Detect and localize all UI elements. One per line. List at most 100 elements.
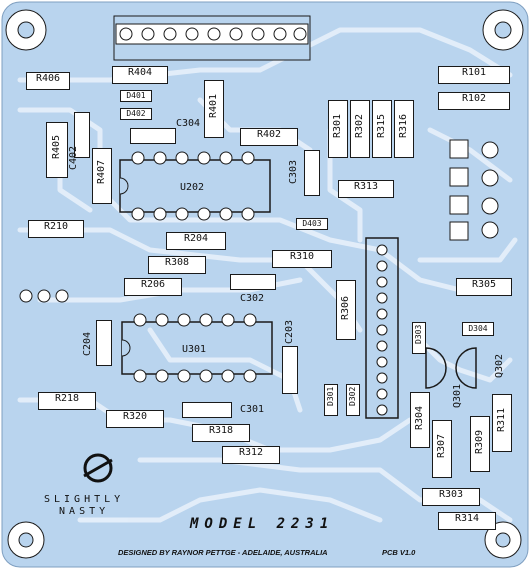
capacitor-c203-body bbox=[282, 346, 298, 394]
resistor-label: R318 bbox=[208, 425, 234, 436]
resistor-r301: R301 bbox=[328, 100, 348, 158]
resistor-r311: R311 bbox=[492, 394, 512, 452]
capacitor-c302-body bbox=[230, 274, 276, 290]
resistor-r313: R313 bbox=[338, 180, 394, 198]
resistor-r309: R309 bbox=[470, 416, 490, 472]
connector-right bbox=[449, 139, 499, 241]
pads-left bbox=[19, 289, 69, 303]
resistor-label: R206 bbox=[140, 279, 166, 290]
resistor-label: R218 bbox=[54, 393, 80, 404]
capacitor-c204-body bbox=[96, 320, 112, 366]
capacitor-label-c302: C302 bbox=[240, 293, 265, 304]
resistor-r406: R406 bbox=[26, 72, 70, 90]
diode-d304: D304 bbox=[462, 322, 494, 336]
diode-d402: D402 bbox=[120, 108, 152, 120]
resistor-r102: R102 bbox=[438, 92, 510, 110]
resistor-r318: R318 bbox=[192, 424, 250, 442]
resistor-label: R404 bbox=[127, 67, 153, 78]
pcb-version: PCB V1.0 bbox=[382, 548, 416, 557]
transistor-label-q301: Q301 bbox=[452, 383, 464, 409]
diode-label: D402 bbox=[126, 109, 146, 118]
transistor-q301 bbox=[425, 347, 447, 389]
transistor-q302 bbox=[455, 347, 477, 389]
capacitor-label-c304: C304 bbox=[176, 118, 201, 129]
resistor-label: R407 bbox=[96, 159, 107, 184]
resistor-label: R305 bbox=[471, 279, 497, 290]
resistor-r312: R312 bbox=[222, 446, 280, 464]
resistor-r407: R407 bbox=[92, 148, 112, 204]
vertical-connector-pads bbox=[376, 244, 388, 416]
resistor-r404: R404 bbox=[112, 66, 168, 84]
resistor-r401: R401 bbox=[204, 80, 224, 138]
designer-credit: DESIGNED BY RAYNOR PETTGE - ADELAIDE, AU… bbox=[118, 548, 328, 557]
capacitor-label-c203: C203 bbox=[284, 319, 296, 345]
mount-hole-br bbox=[484, 521, 522, 559]
resistor-label: R308 bbox=[164, 257, 190, 268]
resistor-r101: R101 bbox=[438, 66, 510, 84]
diode-label: D401 bbox=[126, 91, 146, 100]
mount-hole-tl bbox=[5, 9, 47, 51]
diode-d303: D303 bbox=[412, 322, 426, 354]
capacitor-c304-body bbox=[130, 128, 176, 144]
resistor-label: R309 bbox=[474, 429, 485, 454]
resistor-label: R401 bbox=[208, 93, 219, 118]
resistor-r304: R304 bbox=[410, 392, 430, 448]
brand-name: SLIGHTLY NASTY bbox=[44, 494, 124, 518]
brand-line-2: NASTY bbox=[59, 506, 110, 517]
diode-label: D303 bbox=[414, 324, 423, 344]
resistor-label: R402 bbox=[256, 129, 282, 140]
capacitor-c301-body bbox=[182, 402, 232, 418]
resistor-r210: R210 bbox=[28, 220, 84, 238]
resistor-label: R406 bbox=[35, 73, 61, 84]
diode-label: D301 bbox=[326, 386, 335, 406]
mount-hole-bl bbox=[7, 521, 45, 559]
resistor-r402: R402 bbox=[240, 128, 298, 146]
diode-d403: D403 bbox=[296, 218, 328, 230]
resistor-label: R315 bbox=[376, 113, 387, 138]
diode-label: D403 bbox=[302, 219, 322, 228]
diode-label: D302 bbox=[348, 386, 357, 406]
capacitor-c303-body bbox=[304, 150, 320, 196]
ic-u301 bbox=[121, 321, 273, 375]
resistor-r310: R310 bbox=[272, 250, 332, 268]
resistor-label: R314 bbox=[454, 513, 480, 524]
resistor-label: R301 bbox=[332, 113, 343, 138]
resistor-r315: R315 bbox=[372, 100, 392, 158]
resistor-label: R303 bbox=[438, 489, 464, 500]
resistor-label: R320 bbox=[122, 411, 148, 422]
capacitor-label-c301: C301 bbox=[240, 404, 265, 415]
resistor-label: R204 bbox=[183, 233, 209, 244]
resistor-label: R316 bbox=[398, 113, 409, 138]
ic-u202 bbox=[119, 159, 271, 213]
resistor-label: R307 bbox=[436, 433, 447, 458]
resistor-r405: R405 bbox=[46, 122, 68, 178]
resistor-r308: R308 bbox=[148, 256, 206, 274]
capacitor-label-c402: C402 bbox=[68, 145, 80, 171]
brand-logo bbox=[83, 453, 113, 483]
resistor-r314: R314 bbox=[438, 512, 496, 530]
vertical-connector bbox=[365, 237, 399, 419]
capacitor-label-c204: C204 bbox=[82, 331, 94, 357]
brand-line-1: SLIGHTLY bbox=[44, 494, 125, 505]
capacitor-c402-body bbox=[74, 112, 90, 158]
resistor-label: R302 bbox=[354, 113, 365, 138]
resistor-r204: R204 bbox=[166, 232, 226, 250]
capacitor-label-c303: C303 bbox=[288, 159, 300, 185]
resistor-r303: R303 bbox=[422, 488, 480, 506]
diode-d302: D302 bbox=[346, 384, 360, 416]
resistor-label: R311 bbox=[496, 407, 507, 432]
mount-hole-tr bbox=[482, 9, 524, 51]
transistor-label-q302: Q302 bbox=[494, 353, 506, 379]
resistor-label: R312 bbox=[238, 447, 264, 458]
resistor-r302: R302 bbox=[350, 100, 370, 158]
resistor-r306: R306 bbox=[336, 280, 356, 340]
ic-u301-pins bbox=[133, 313, 257, 383]
ic-label-u301: U301 bbox=[182, 344, 207, 355]
resistor-r320: R320 bbox=[106, 410, 164, 428]
resistor-r218: R218 bbox=[38, 392, 96, 410]
ic-label-u202: U202 bbox=[180, 182, 205, 193]
resistor-label: R405 bbox=[51, 134, 62, 159]
ic-u202-pins bbox=[131, 151, 255, 221]
resistor-label: R210 bbox=[43, 221, 69, 232]
model-title: MODEL 2231 bbox=[190, 516, 335, 532]
